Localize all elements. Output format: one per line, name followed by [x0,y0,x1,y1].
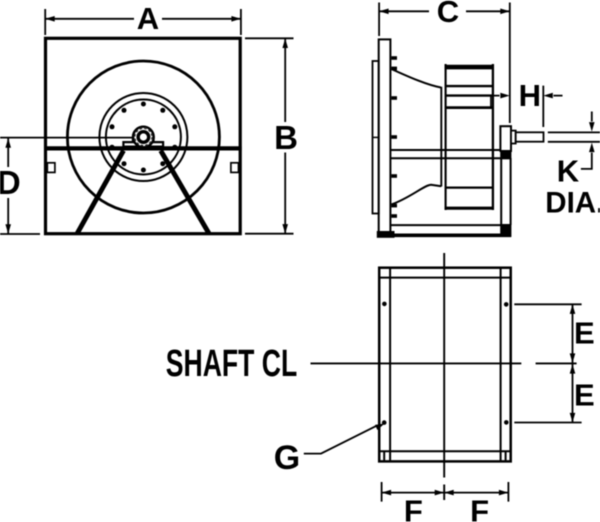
svg-text:B: B [274,119,298,156]
svg-text:SHAFT CL: SHAFT CL [166,341,297,384]
svg-text:E: E [574,377,595,412]
svg-text:F: F [404,494,423,522]
svg-text:D: D [0,164,21,201]
svg-text:F: F [470,494,489,522]
svg-text:DIA.: DIA. [545,187,600,220]
svg-text:E: E [574,315,595,350]
svg-text:A: A [137,1,159,36]
svg-text:G: G [274,439,300,477]
svg-text:H: H [519,78,541,113]
svg-text:K: K [557,154,580,189]
svg-text:C: C [437,0,459,29]
